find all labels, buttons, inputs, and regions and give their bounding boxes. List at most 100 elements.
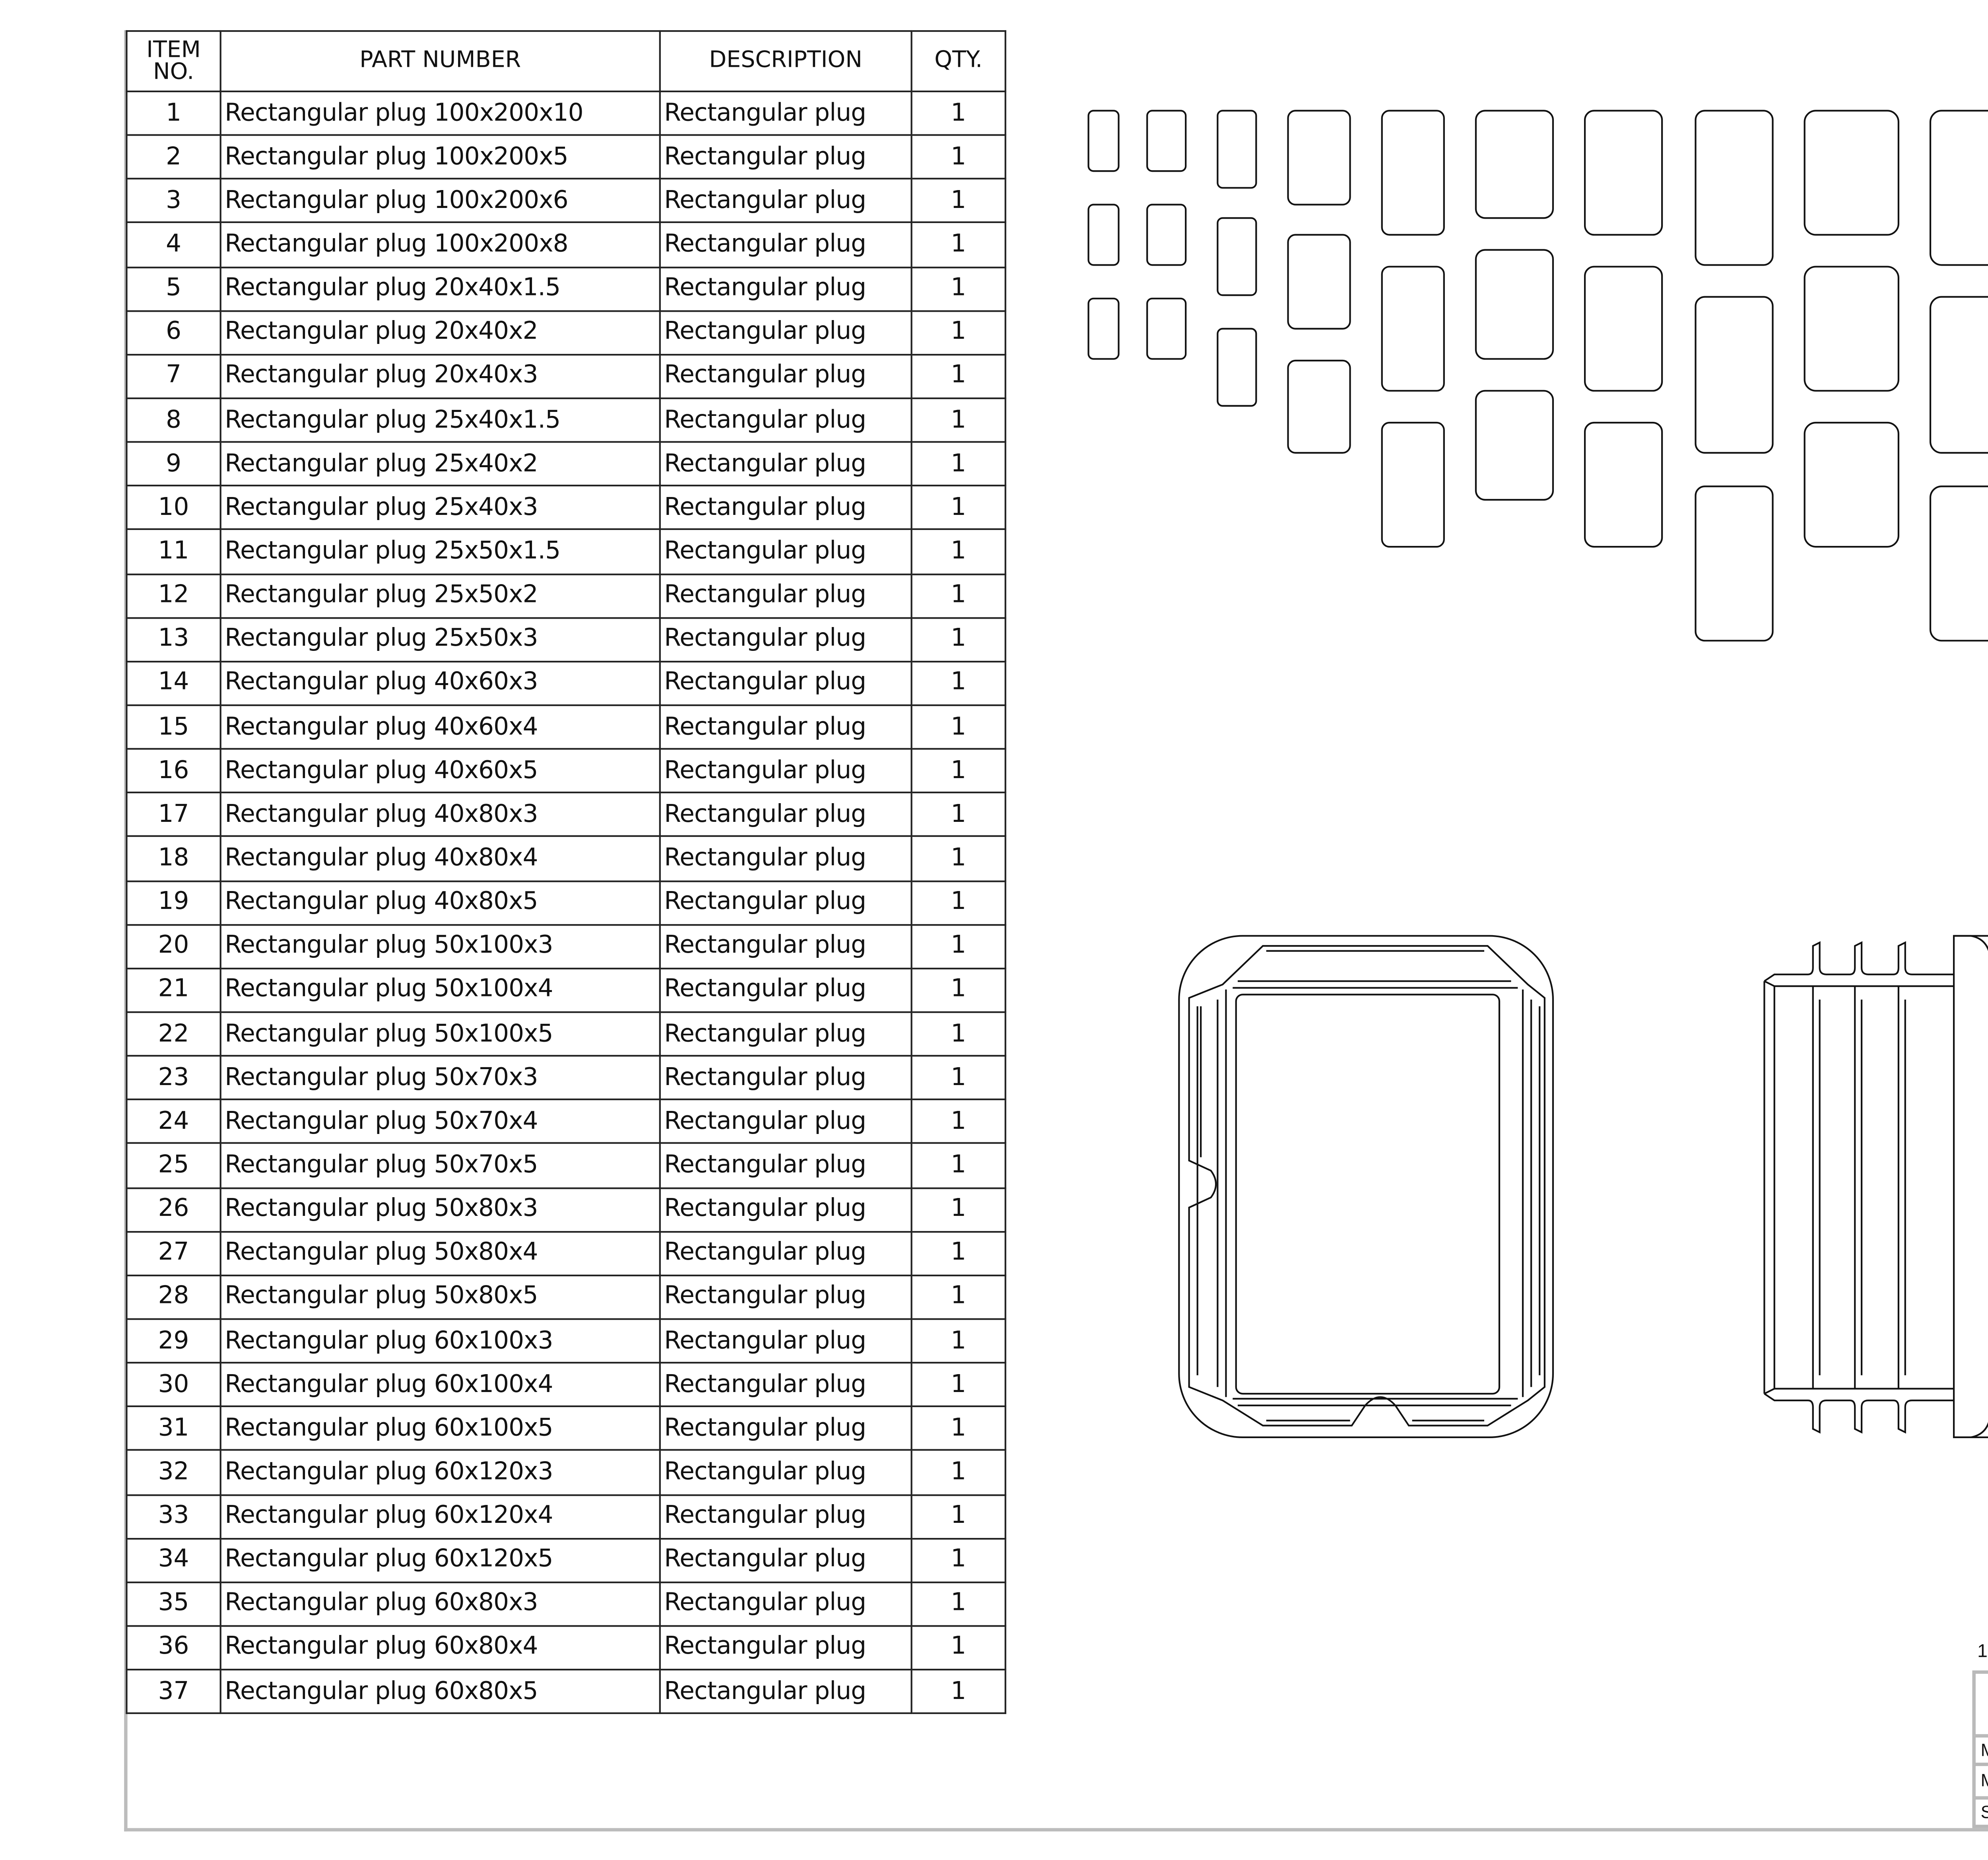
item-no-cell: 28 <box>126 1274 221 1320</box>
qty-cell: 1 <box>911 836 1006 881</box>
header-part-number: PART NUMBER <box>219 30 661 92</box>
front-view-rib-contour <box>1188 945 1545 1427</box>
description-cell: Rectangular plug <box>659 923 912 969</box>
description-cell: Rectangular plug <box>659 1318 912 1364</box>
part-number-cell: Rectangular plug 60x100x5 <box>219 1406 661 1452</box>
item-no-cell: 13 <box>126 616 221 662</box>
description-cell: Rectangular plug <box>659 485 912 531</box>
plug-outline <box>1929 296 1988 454</box>
item-no-cell: 6 <box>126 310 221 355</box>
part-number-cell: Rectangular plug 20x40x1.5 <box>219 266 661 312</box>
part-number-cell: Rectangular plug 40x80x4 <box>219 836 661 881</box>
description-cell: Rectangular plug <box>659 441 912 487</box>
part-number-cell: Rectangular plug 25x40x2 <box>219 441 661 487</box>
plug-outline <box>1804 421 1899 548</box>
plug-outline <box>1475 390 1554 501</box>
item-no-cell: 2 <box>126 134 221 180</box>
part-number-cell: Rectangular plug 25x40x3 <box>219 485 661 531</box>
description-cell: Rectangular plug <box>659 660 912 706</box>
qty-cell: 1 <box>911 660 1006 706</box>
part-number-cell: Rectangular plug 100x200x8 <box>219 222 661 268</box>
part-number-cell: Rectangular plug 20x40x2 <box>219 310 661 355</box>
part-number-cell: Rectangular plug 60x100x4 <box>219 1362 661 1408</box>
qty-cell: 1 <box>911 397 1006 443</box>
description-cell: Rectangular plug <box>659 704 912 750</box>
item-no-cell: 8 <box>126 397 221 443</box>
qty-cell: 1 <box>911 1362 1006 1408</box>
description-cell: Rectangular plug <box>659 397 912 443</box>
plug-outline <box>1087 110 1120 172</box>
part-number-cell: Rectangular plug 25x50x1.5 <box>219 529 661 575</box>
qty-cell: 1 <box>911 485 1006 531</box>
title-block: Work Gadget Rectangular plug Mass: 2199.… <box>1972 1670 1988 1828</box>
item-no-cell: 14 <box>126 660 221 706</box>
qty-cell: 1 <box>911 1143 1006 1188</box>
plug-outline-grid-view <box>1087 110 1988 642</box>
part-number-cell: Rectangular plug 25x40x1.5 <box>219 397 661 443</box>
item-no-cell: 3 <box>126 178 221 224</box>
qty-cell: 1 <box>911 1493 1006 1539</box>
item-no-cell: 37 <box>126 1669 221 1714</box>
description-cell: Rectangular plug <box>659 353 912 399</box>
part-number-cell: Rectangular plug 40x60x4 <box>219 704 661 750</box>
description-cell: Rectangular plug <box>659 1669 912 1714</box>
qty-cell: 1 <box>911 704 1006 750</box>
description-cell: Rectangular plug <box>659 1537 912 1583</box>
plug-outline <box>1695 485 1774 642</box>
description-cell: Rectangular plug <box>659 967 912 1013</box>
qty-cell: 1 <box>911 1186 1006 1232</box>
part-number-cell: Rectangular plug 50x80x3 <box>219 1186 661 1232</box>
qty-cell: 1 <box>911 1318 1006 1364</box>
header-qty: QTY. <box>911 30 1006 92</box>
description-cell: Rectangular plug <box>659 1055 912 1101</box>
item-no-cell: 31 <box>126 1406 221 1452</box>
item-no-cell: 19 <box>126 880 221 926</box>
item-no-cell: 7 <box>126 353 221 399</box>
part-number-cell: Rectangular plug 60x120x3 <box>219 1449 661 1495</box>
plug-outline <box>1695 110 1774 266</box>
part-number-cell: Rectangular plug 100x200x6 <box>219 178 661 224</box>
description-cell: Rectangular plug <box>659 573 912 619</box>
description-cell: Rectangular plug <box>659 1011 912 1057</box>
part-number-cell: Rectangular plug 60x120x4 <box>219 1493 661 1539</box>
plug-outline <box>1381 421 1445 548</box>
qty-cell: 1 <box>911 441 1006 487</box>
description-cell: Rectangular plug <box>659 1406 912 1452</box>
part-number-cell: Rectangular plug 50x80x4 <box>219 1230 661 1276</box>
plug-outline <box>1381 266 1445 392</box>
description-cell: Rectangular plug <box>659 836 912 881</box>
plug-outline <box>1287 110 1351 206</box>
qty-cell: 1 <box>911 1055 1006 1101</box>
item-no-cell: 35 <box>126 1581 221 1627</box>
side-view-flange <box>1953 935 1988 1439</box>
qty-cell: 1 <box>911 573 1006 619</box>
description-cell: Rectangular plug <box>659 1099 912 1145</box>
description-cell: Rectangular plug <box>659 310 912 355</box>
qty-cell: 1 <box>911 1625 1006 1671</box>
item-no-cell: 11 <box>126 529 221 575</box>
description-cell: Rectangular plug <box>659 1625 912 1671</box>
header-item-line1: ITEM <box>146 36 201 63</box>
qty-cell: 1 <box>911 1537 1006 1583</box>
part-number-cell: Rectangular plug 60x80x4 <box>219 1625 661 1671</box>
drawing-border-frame <box>124 30 1988 1832</box>
plug-outline <box>1929 110 1988 266</box>
item-no-cell: 36 <box>126 1625 221 1671</box>
item-no-cell: 4 <box>126 222 221 268</box>
